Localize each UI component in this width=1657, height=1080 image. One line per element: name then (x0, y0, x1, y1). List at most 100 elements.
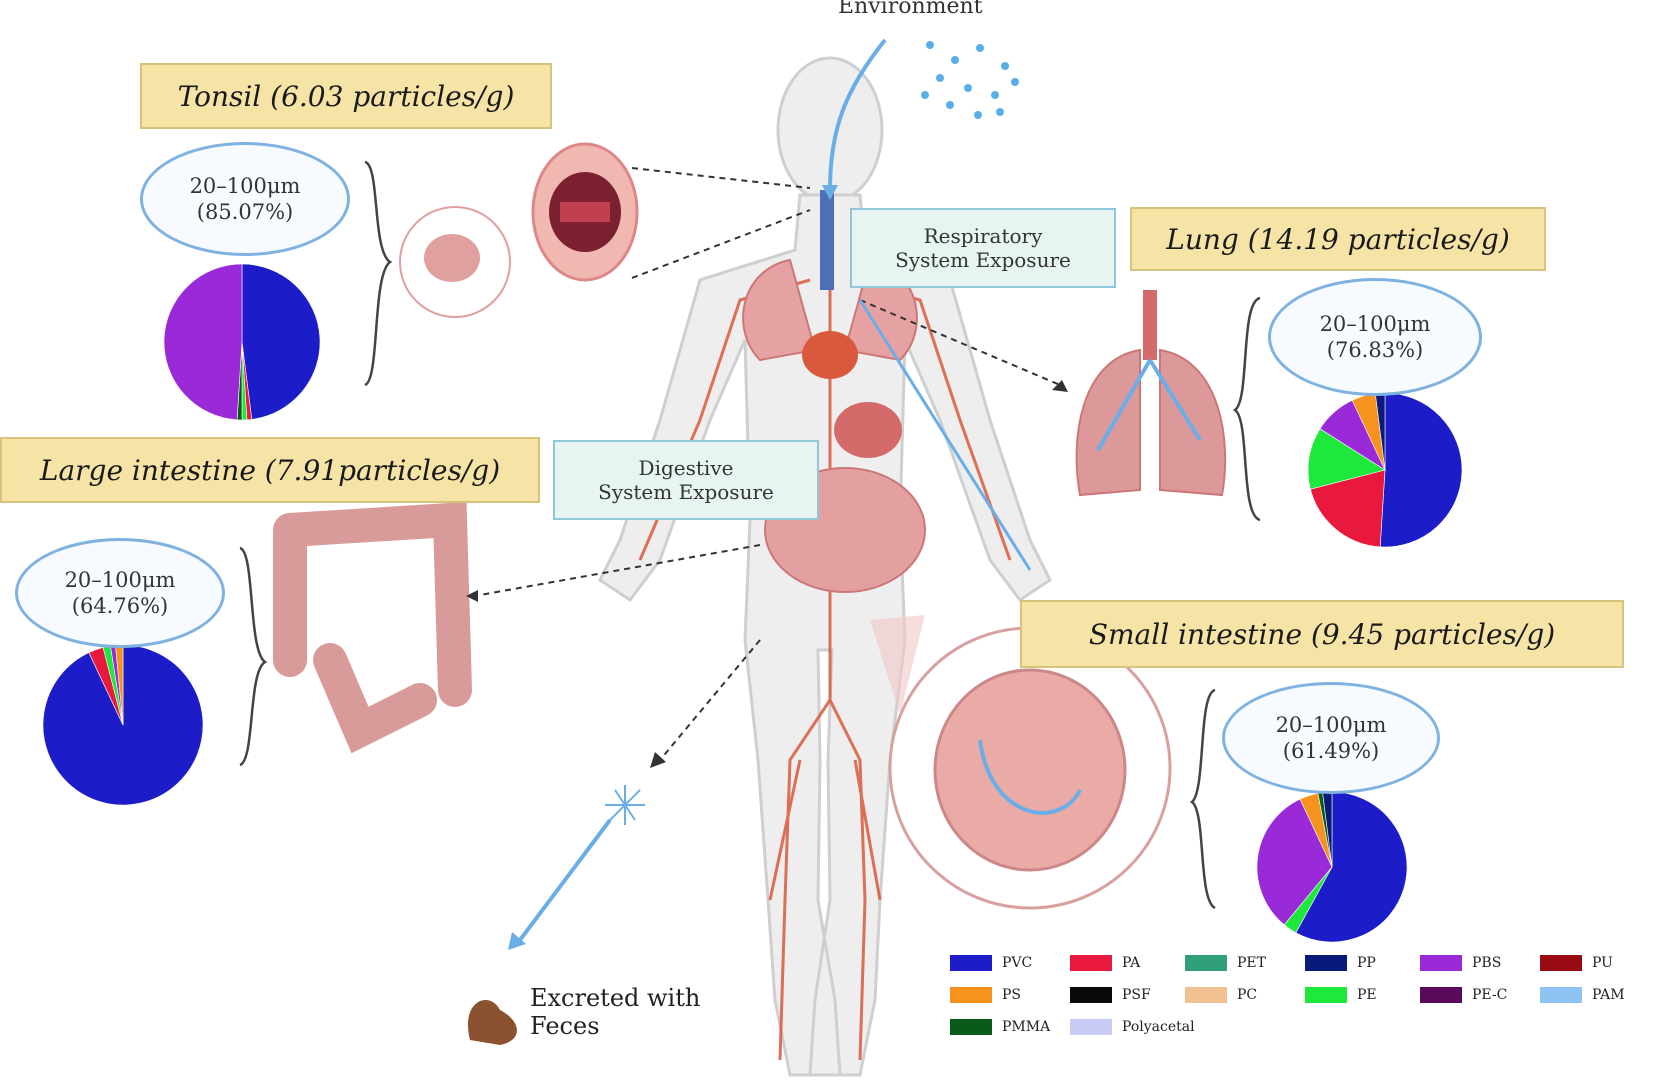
pie-slice-small-intestine-pvc (1295, 791, 1408, 943)
legend-label: PU (1592, 955, 1613, 971)
digestive-line2: System Exposure (598, 480, 774, 504)
braces (239, 160, 1261, 910)
legend-label: Polyacetal (1122, 1019, 1195, 1035)
legend-swatch (1185, 987, 1227, 1003)
legend-swatch (1070, 1019, 1112, 1035)
inhalation-arrow-head (822, 185, 838, 200)
legend-swatch (1185, 955, 1227, 971)
legend-label: PA (1122, 955, 1141, 971)
microplastic-icon (605, 785, 645, 825)
pie-slice-small-intestine-pbs (1256, 798, 1333, 926)
size-percent: (85.07%) (196, 200, 294, 224)
legend-item-pmma: PMMA (950, 1019, 1050, 1035)
mouth-illustration (531, 142, 639, 282)
legend-swatch (1070, 955, 1112, 971)
feces-icon (467, 1000, 517, 1045)
large-intestine-pointer-head (466, 590, 478, 602)
legend-label: PAM (1592, 987, 1625, 1003)
legend-label: PC (1237, 987, 1258, 1003)
legend-label: PVC (1002, 955, 1033, 971)
small-intestine-title: Small intestine (9.45 particles/g) (1020, 600, 1624, 668)
left-lung-shape (742, 258, 817, 362)
respiratory-line1: Respiratory (923, 224, 1043, 248)
respiratory-exposure-box: Respiratory System Exposure (850, 208, 1116, 288)
environment-label: Environment (838, 0, 983, 19)
legend-swatch (1420, 987, 1462, 1003)
tonsil-pointer (631, 167, 811, 189)
feces-arrow-head (508, 932, 526, 950)
large-intestine-size-bubble: 20–100μm (64.76%) (15, 538, 225, 648)
pie-slice-tonsil-pvc (241, 263, 321, 420)
legend-label: PE (1357, 987, 1377, 1003)
lung-title: Lung (14.19 particles/g) (1130, 207, 1546, 271)
legend-item-psf: PSF (1070, 987, 1151, 1003)
legend-item-pu: PU (1540, 955, 1613, 971)
legend-item-pe-c: PE-C (1420, 987, 1507, 1003)
legend-item-pbs: PBS (1420, 955, 1501, 971)
legend-item-ps: PS (950, 987, 1021, 1003)
large-intestine-pointer (479, 544, 761, 596)
legend-swatch (1305, 955, 1347, 971)
tonsil-title: Tonsil (6.03 particles/g) (140, 63, 552, 129)
legend-swatch (1420, 955, 1462, 971)
legend-label: PP (1357, 955, 1376, 971)
lung-pointer-head (1052, 380, 1068, 392)
legend-swatch (1540, 955, 1582, 971)
legend-item-pet: PET (1185, 955, 1266, 971)
pie-slice-tonsil-pbs (163, 263, 243, 421)
legend-swatch (1305, 987, 1347, 1003)
zoom-cone (870, 615, 925, 715)
legend-swatch (950, 955, 992, 971)
polymer-legend: PVC PA PET PP PBS PU PS PSF PC PE PE-C PAM PMMA Polya… (950, 955, 1650, 1065)
heart-shape (802, 331, 858, 379)
excretion-pointer (659, 639, 761, 761)
size-percent: (64.76%) (71, 594, 169, 618)
size-percent: (61.49%) (1282, 739, 1380, 763)
legend-label: PMMA (1002, 1019, 1051, 1035)
tonsil-size-bubble: 20–100μm (85.07%) (140, 142, 350, 256)
pie-slice-lung-pe (1307, 428, 1386, 490)
large-intestine-illustration (273, 501, 472, 754)
legend-swatch (950, 1019, 992, 1035)
pie-charts (42, 263, 1463, 943)
legend-swatch (950, 987, 992, 1003)
pie-slice-lung-pvc (1379, 392, 1463, 548)
circulation-arrow (858, 299, 1032, 571)
particle-cloud-icon (921, 41, 1019, 119)
internal-organs (742, 190, 926, 593)
small-intestine-size-bubble: 20–100μm (61.49%) (1222, 682, 1440, 794)
legend-label: PS (1002, 987, 1022, 1003)
respiratory-line2: System Exposure (895, 248, 1071, 272)
legend-swatch (1540, 987, 1582, 1003)
pie-slice-lung-pa (1310, 469, 1386, 548)
tonsil-pointer-lower (631, 209, 811, 279)
size-range: 20–100μm (1275, 712, 1387, 737)
size-percent: (76.83%) (1326, 338, 1424, 362)
stomach-shape (834, 402, 902, 458)
legend-label: PE-C (1472, 987, 1508, 1003)
legend-item-pe: PE (1305, 987, 1377, 1003)
excretion-label: Excreted with Feces (530, 984, 701, 1040)
legend-item-pam: PAM (1540, 987, 1625, 1003)
legend-item-polyacetal: Polyacetal (1070, 1019, 1195, 1035)
size-range: 20–100μm (189, 173, 301, 198)
lung-pointer (859, 299, 1061, 386)
lung-size-bubble: 20–100μm (76.83%) (1268, 278, 1482, 396)
legend-label: PSF (1122, 987, 1151, 1003)
legend-item-pc: PC (1185, 987, 1257, 1003)
excretion-line2: Feces (530, 1011, 600, 1040)
size-range: 20–100μm (1319, 311, 1431, 336)
tonsil-tissue (424, 234, 480, 282)
absorption-arrow (978, 739, 1082, 815)
trachea-shape (820, 190, 834, 290)
inhalation-arrow (828, 38, 887, 191)
legend-label: PBS (1472, 955, 1502, 971)
excretion-line1: Excreted with (530, 984, 701, 1012)
feces-arrow (518, 818, 612, 942)
large-intestine-title: Large intestine (7.91particles/g) (0, 437, 540, 503)
digestive-exposure-box: Digestive System Exposure (553, 440, 819, 520)
digestive-line1: Digestive (638, 456, 734, 480)
lung-illustration (1075, 290, 1227, 497)
